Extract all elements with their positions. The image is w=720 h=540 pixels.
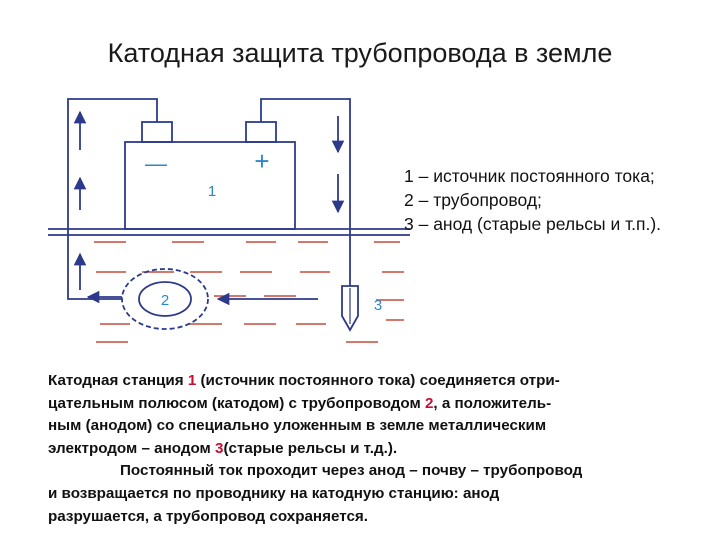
- positive-terminal: [245, 121, 277, 143]
- legend-item-1: 1 – источник постоянного тока;: [404, 166, 655, 186]
- anode: [341, 285, 359, 332]
- minus-sign: —: [145, 151, 167, 176]
- anode-label: 3: [374, 297, 382, 314]
- page-title: Катодная защита трубопровода в земле: [107, 38, 613, 68]
- wires: [67, 98, 351, 300]
- source-label: 1: [208, 183, 216, 200]
- description-line-6: и возвращается по проводнику на катодную…: [48, 484, 500, 502]
- description-line-5: Постоянный ток проходит через анод – поч…: [120, 462, 583, 480]
- ground-marks: [94, 241, 404, 343]
- highlight-number: 3: [215, 439, 224, 457]
- description-line-7: разрушается, а трубопровод сохраняется.: [48, 507, 368, 525]
- dc-source-box: [124, 141, 296, 230]
- cathodic-protection-diagram: — + 1 2 3: [48, 98, 410, 343]
- pipeline-label: 2: [161, 292, 169, 309]
- highlight-number: 2: [424, 394, 434, 412]
- description-line-3: ным (анодом) со специально уложенным в з…: [48, 417, 547, 435]
- plus-sign: +: [254, 146, 269, 176]
- negative-terminal: [141, 121, 173, 143]
- description-line-2: цательным полюсом (катодом) с трубопрово…: [48, 394, 552, 412]
- legend-item-3: 3 – анод (старые рельсы и т.п.).: [404, 214, 662, 234]
- highlight-number: 1: [187, 372, 197, 389]
- legend: 1 – источник постоянного тока; 2 – трубо…: [404, 164, 661, 236]
- legend-item-2: 2 – трубопровод;: [404, 190, 542, 210]
- description-text: Катодная станция 1 (источник постоянного…: [48, 370, 688, 528]
- description-line-1: Катодная станция 1 (источник постоянного…: [48, 372, 560, 389]
- pipeline-cross-section: [121, 268, 209, 330]
- current-arrows: [73, 110, 345, 306]
- description-line-4: электродом – анодом 3(старые рельсы и т.…: [48, 439, 398, 457]
